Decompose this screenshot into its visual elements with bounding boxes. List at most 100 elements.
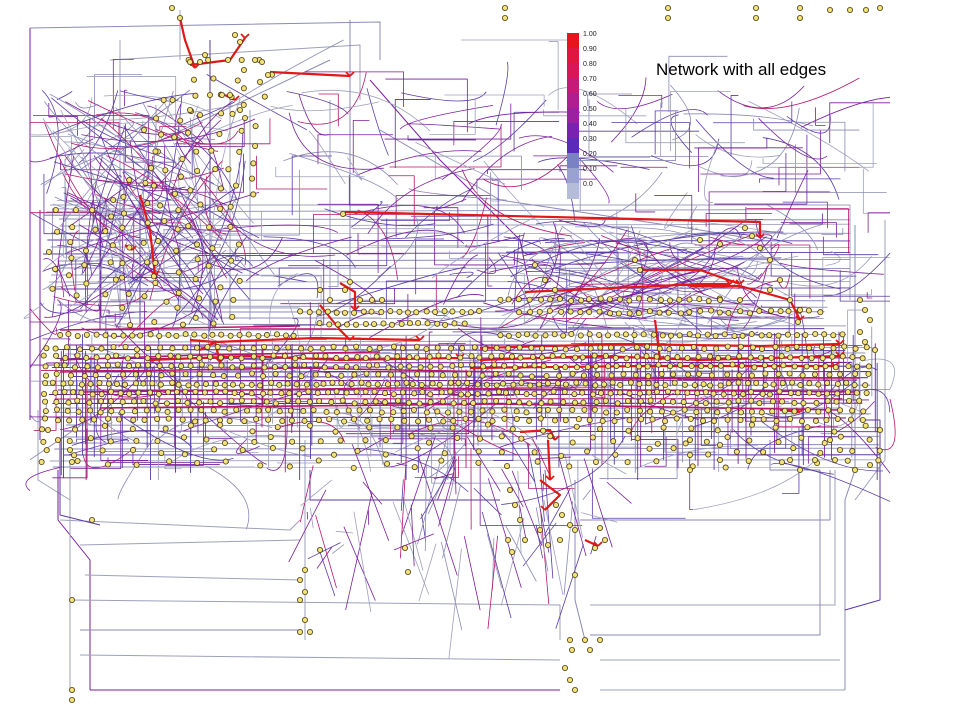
network-node [149,380,156,387]
network-node [427,391,434,398]
network-node [492,370,499,377]
high-edge [519,377,860,381]
network-node [126,244,133,251]
network-node [310,407,317,414]
network-node [823,417,830,424]
edge [862,168,890,214]
edge [472,99,547,162]
network-node [712,332,719,339]
network-node [730,390,737,397]
edge [165,401,204,466]
edge [204,176,227,235]
network-node [798,355,805,362]
network-node [43,345,50,352]
edge [591,468,686,519]
network-node [476,354,483,361]
edge-arrow [759,233,765,239]
edge [823,252,891,297]
network-node [740,391,747,398]
edge [351,444,390,541]
edge-arrow [725,279,731,285]
strong-edge [653,319,662,361]
network-node [597,425,604,432]
network-node [616,296,623,303]
network-node [351,416,358,423]
network-node [196,59,203,66]
edge [461,39,579,103]
network-node [797,5,804,11]
network-node [762,382,769,389]
network-node [582,380,589,387]
network-node [515,296,522,303]
network-node [649,416,656,423]
network-node [581,406,588,413]
edge [779,262,884,275]
legend-swatch [567,63,579,79]
network-node [528,373,535,380]
network-node [74,352,81,359]
network-node [287,407,294,414]
edge [759,178,841,183]
network-node [866,436,873,443]
network-node [544,380,551,387]
network-node [66,417,73,424]
network-node [748,397,755,404]
network-node [617,389,624,396]
network-node [251,438,258,445]
network-node [133,437,140,444]
network-node [567,677,574,684]
network-node [411,390,418,397]
edge [620,262,711,293]
network-node [698,363,705,370]
network-node [681,406,688,413]
network-node [313,361,320,368]
network-node [562,417,569,424]
network-node [748,421,755,428]
edge [328,260,339,287]
network-node [762,370,769,377]
network-node [362,388,369,395]
network-node [805,307,812,314]
network-node [239,344,246,351]
edge [123,125,250,300]
legend-label: 0.30 [583,136,597,143]
edge [324,208,436,227]
edge [43,258,71,297]
edge [606,481,632,504]
edge [444,94,545,107]
network-node [217,284,224,291]
network-node [362,355,369,362]
network-node [811,371,818,378]
network-node [337,437,344,444]
network-node [547,296,554,303]
edge [348,175,389,206]
network-node [257,462,264,469]
network-node [705,298,712,305]
network-node [161,218,168,225]
edge [41,89,59,194]
network-node [261,364,268,371]
network-node [156,332,163,339]
network-node [837,407,844,414]
network-node [360,308,367,315]
network-node [438,389,445,396]
edge-arrow [345,71,351,77]
network-node [654,440,661,447]
network-node [157,344,164,351]
network-node [216,400,223,407]
network-node [775,332,782,339]
network-node [577,309,584,316]
network-node [606,296,613,303]
edge [624,321,715,343]
network-node [228,354,235,361]
edge [513,234,520,312]
edge [49,93,222,240]
network-node [531,449,538,456]
network-node [632,371,639,378]
network-node [158,372,165,379]
network-node [52,389,59,396]
network-node [437,363,444,370]
network-node [249,370,256,377]
network-node [578,297,585,304]
edge [668,55,728,113]
